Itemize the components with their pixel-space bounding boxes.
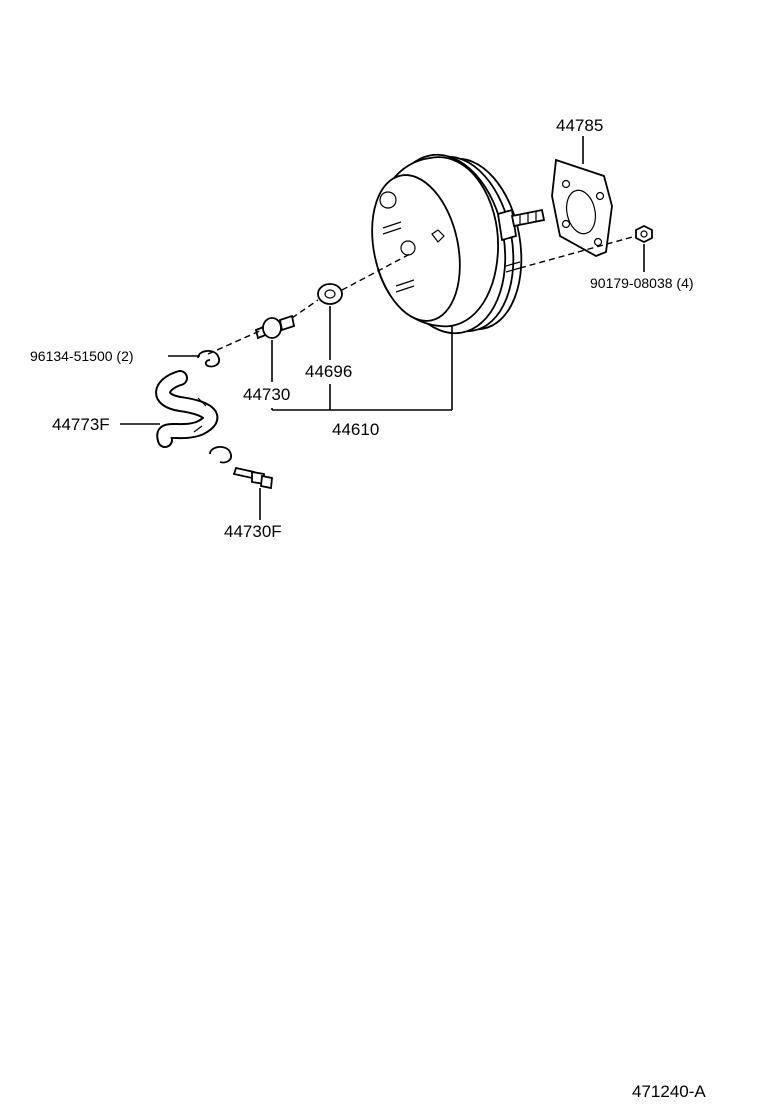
label-bracket-gasket: 44785 [556,116,603,135]
figure-code: 471240-A [632,1082,706,1101]
label-booster-assy: 44610 [332,420,379,439]
label-clamp: 96134-51500 (2) [30,348,134,364]
union-drawing [232,466,273,490]
label-nut: 90179-08038 (4) [590,275,694,291]
label-grommet: 44696 [305,362,352,381]
clamp-2-drawing [209,446,232,464]
check-valve-drawing [254,314,296,340]
dashed-assembly-lines [207,235,637,355]
clamp-drawing [197,350,220,368]
gasket-drawing [551,158,613,257]
grommet-drawing [317,283,343,305]
nut-drawing [635,224,653,244]
leader-lines [120,136,645,520]
hose-drawing [155,370,219,448]
label-union: 44730F [224,522,282,541]
brake-booster-drawing [371,153,546,335]
label-hose: 44773F [52,415,110,434]
label-check-valve: 44730 [243,385,290,404]
